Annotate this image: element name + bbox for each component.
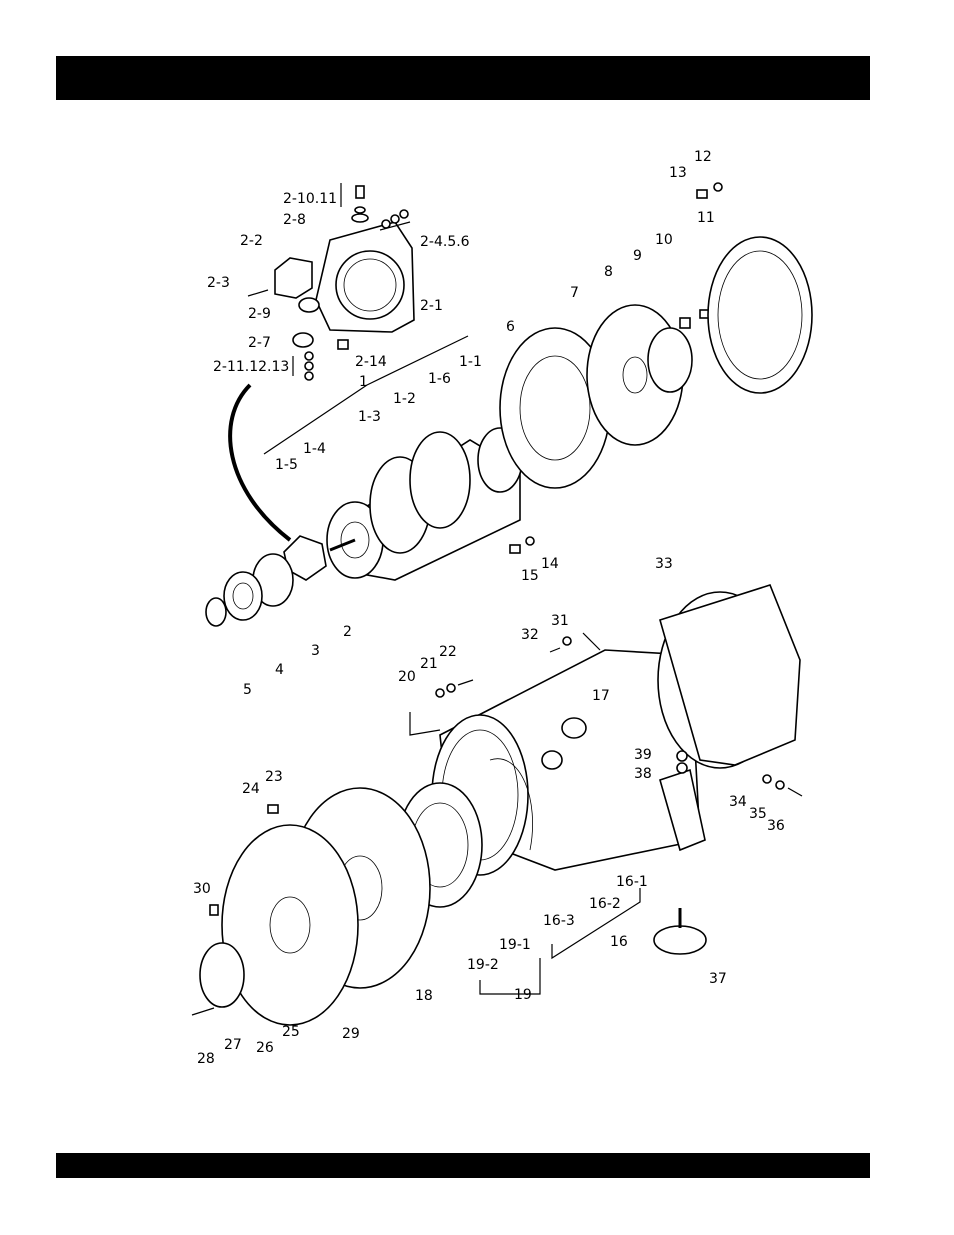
callout-23: 23 bbox=[265, 769, 283, 785]
callout-16-2: 16-2 bbox=[589, 896, 621, 912]
callout-34: 34 bbox=[729, 794, 747, 810]
callout-1-5: 1-5 bbox=[275, 457, 298, 473]
callout-38: 38 bbox=[634, 766, 652, 782]
callout-30: 30 bbox=[193, 881, 211, 897]
callout-12: 12 bbox=[694, 149, 712, 165]
callout-16: 16 bbox=[610, 934, 628, 950]
callout-8: 8 bbox=[604, 264, 613, 280]
callout-16-1: 16-1 bbox=[616, 874, 648, 890]
callout-28: 28 bbox=[197, 1051, 215, 1067]
bearing-parts bbox=[206, 536, 326, 626]
callout-21: 21 bbox=[420, 656, 438, 672]
end-cover bbox=[658, 585, 800, 768]
rotor-assembly bbox=[327, 428, 530, 580]
callout-16-3: 16-3 bbox=[543, 913, 575, 929]
vibration-mount bbox=[654, 926, 706, 954]
callout-14: 14 bbox=[541, 556, 559, 572]
callout-2-2: 2-2 bbox=[240, 233, 263, 249]
callout-2-11-12-13: 2-11.12.13 bbox=[213, 359, 289, 375]
callout-20: 20 bbox=[398, 669, 416, 685]
callout-2-3: 2-3 bbox=[207, 275, 230, 291]
callout-1: 1 bbox=[359, 374, 368, 390]
callout-17: 17 bbox=[592, 688, 610, 704]
callout-2-9: 2-9 bbox=[248, 306, 271, 322]
callout-22: 22 bbox=[439, 644, 457, 660]
callout-19-2: 19-2 bbox=[467, 957, 499, 973]
callout-19: 19 bbox=[514, 987, 532, 1003]
callout-24: 24 bbox=[242, 781, 260, 797]
callout-35: 35 bbox=[749, 806, 767, 822]
grille bbox=[222, 825, 358, 1025]
callout-2-4-5-6: 2-4.5.6 bbox=[420, 234, 470, 250]
callout-18: 18 bbox=[415, 988, 433, 1004]
callout-1-2: 1-2 bbox=[393, 391, 416, 407]
callout-2: 2 bbox=[343, 624, 352, 640]
callout-31: 31 bbox=[551, 613, 569, 629]
callout-13: 13 bbox=[669, 165, 687, 181]
callout-6: 6 bbox=[506, 319, 515, 335]
callout-27: 27 bbox=[224, 1037, 242, 1053]
callout-36: 36 bbox=[767, 818, 785, 834]
callout-2-10-11: 2-10.11 bbox=[283, 191, 337, 207]
callout-9: 9 bbox=[633, 248, 642, 264]
callout-15: 15 bbox=[521, 568, 539, 584]
callout-10: 10 bbox=[655, 232, 673, 248]
callout-3: 3 bbox=[311, 643, 320, 659]
callout-2-8: 2-8 bbox=[283, 212, 306, 228]
callout-1-4: 1-4 bbox=[303, 441, 326, 457]
callout-19-1: 19-1 bbox=[499, 937, 531, 953]
callout-33: 33 bbox=[655, 556, 673, 572]
callout-2-7: 2-7 bbox=[248, 335, 271, 351]
coupling-ring bbox=[708, 237, 812, 393]
callout-2-14: 2-14 bbox=[355, 354, 387, 370]
callout-32: 32 bbox=[521, 627, 539, 643]
callout-1-3: 1-3 bbox=[358, 409, 381, 425]
callout-25: 25 bbox=[282, 1024, 300, 1040]
inspection-cover bbox=[200, 943, 244, 1007]
hub bbox=[648, 328, 692, 392]
callout-1-1: 1-1 bbox=[459, 354, 482, 370]
callout-1-6: 1-6 bbox=[428, 371, 451, 387]
callout-26: 26 bbox=[256, 1040, 274, 1056]
callout-39: 39 bbox=[634, 747, 652, 763]
callout-7: 7 bbox=[570, 285, 579, 301]
callout-29: 29 bbox=[342, 1026, 360, 1042]
callout-2-1: 2-1 bbox=[420, 298, 443, 314]
callout-11: 11 bbox=[697, 210, 715, 226]
callout-37: 37 bbox=[709, 971, 727, 987]
callout-4: 4 bbox=[275, 662, 284, 678]
callout-5: 5 bbox=[243, 682, 252, 698]
